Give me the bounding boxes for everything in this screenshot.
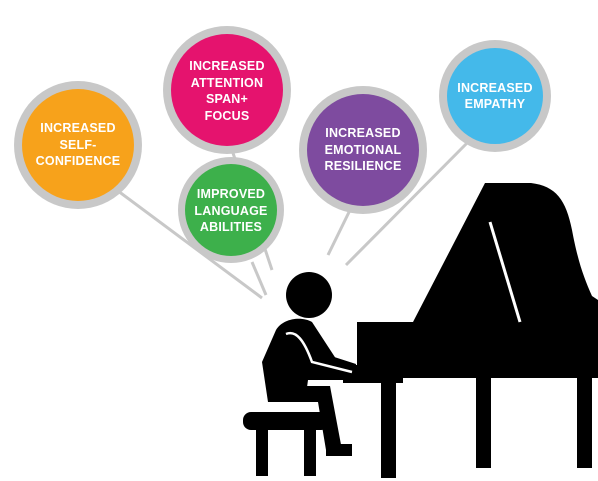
bubble-resilience-text: INCREASED EMOTIONAL RESILIENCE	[324, 126, 402, 174]
bubble-language	[178, 157, 284, 263]
bubble-language-text: IMPROVED LANGUAGE ABILITIES	[194, 187, 268, 235]
pianist-figure-icon	[262, 272, 356, 456]
arm-outline	[285, 331, 353, 374]
bubble-attention-text: INCREASED ATTENTION SPAN+ FOCUS	[189, 59, 265, 123]
connector-confidence	[109, 183, 263, 300]
bubble-confidence	[14, 81, 142, 209]
bubble-resilience	[299, 86, 427, 214]
lid-prop	[488, 221, 522, 323]
connector-language	[250, 261, 268, 296]
connector-empathy	[344, 136, 474, 267]
stool-icon	[243, 412, 329, 476]
bubble-attention	[163, 26, 291, 154]
connector-resilience	[326, 205, 354, 256]
bubble-empathy-text: INCREASED EMPATHY	[457, 80, 533, 112]
grand-piano-icon	[343, 183, 598, 478]
bubble-confidence-text: INCREASED SELF- CONFIDENCE	[35, 121, 121, 169]
bubble-empathy	[439, 40, 551, 152]
